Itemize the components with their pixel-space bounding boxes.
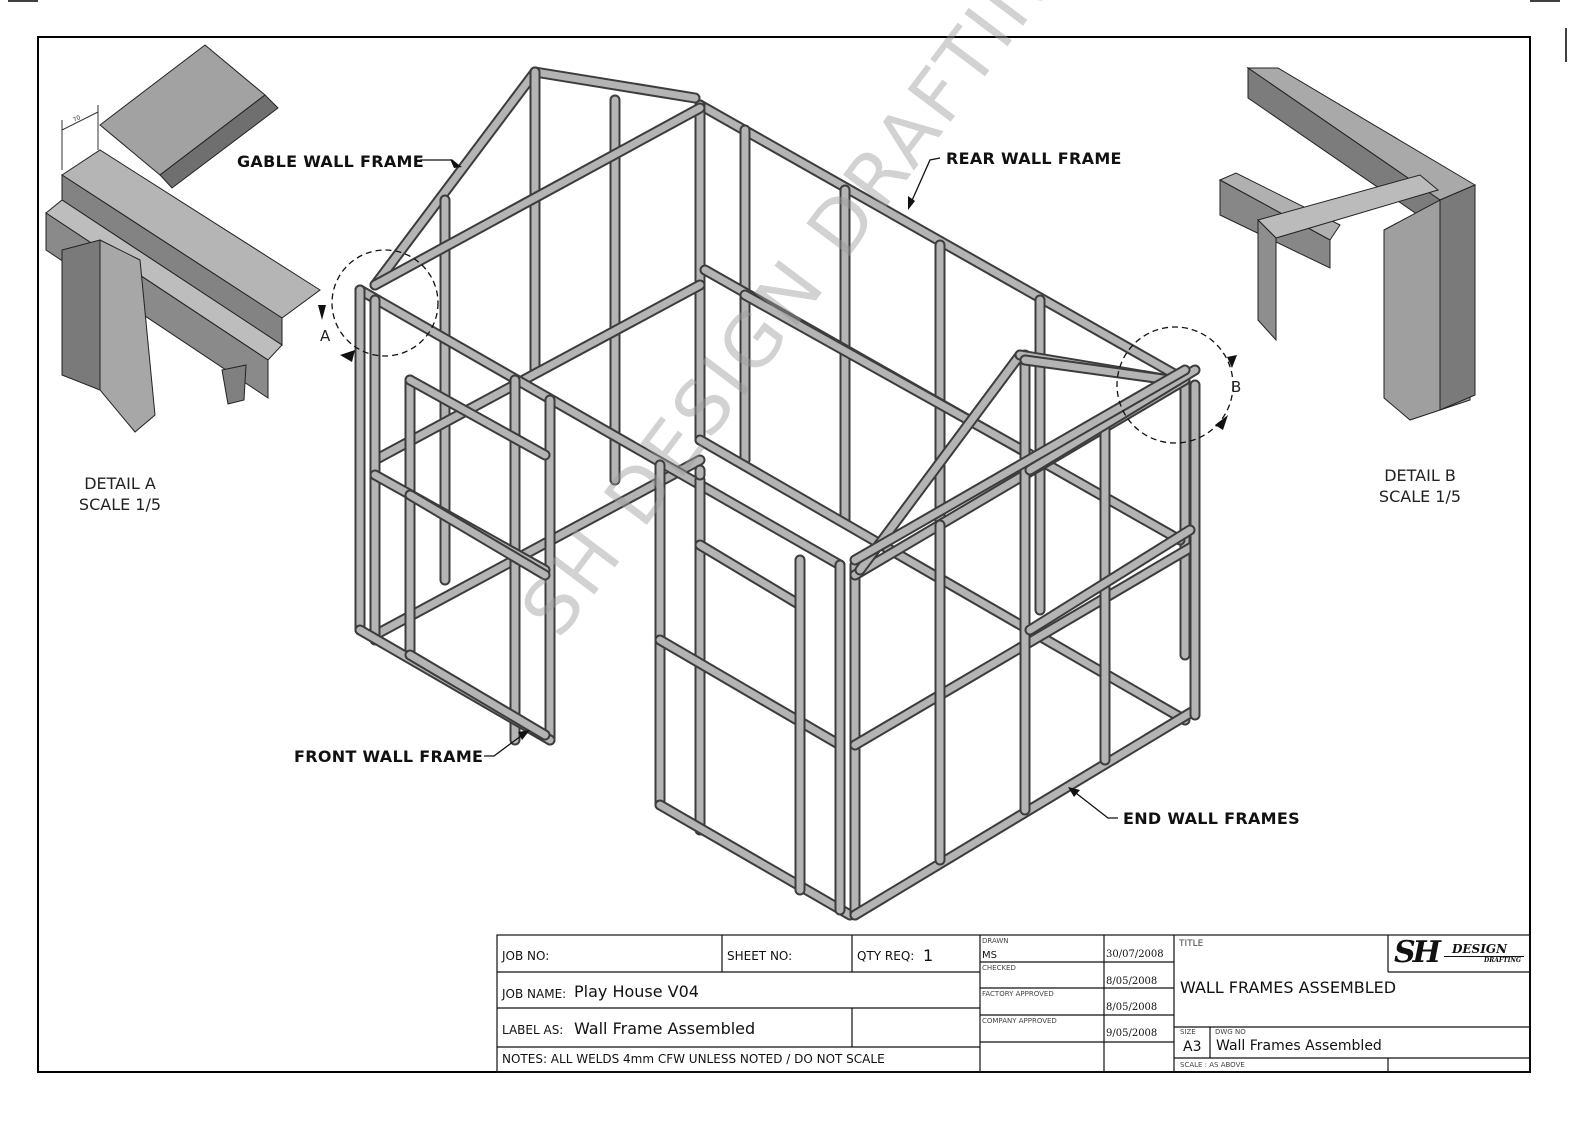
detail-a-caption: DETAIL A SCALE 1/5	[60, 473, 180, 515]
company-logo: SH DESIGN DRAFTING	[1392, 935, 1526, 971]
drawing-border	[37, 36, 1531, 1073]
callout-rear-wall-frame: REAR WALL FRAME	[946, 149, 1122, 168]
wall-frame-isometric	[354, 66, 1201, 921]
detail-a-dimension: 70	[72, 114, 82, 124]
logo-word-design: DESIGN	[1452, 942, 1508, 956]
size-value: A3	[1183, 1039, 1202, 1055]
size-label: SIZE	[1180, 1028, 1196, 1036]
job-name-label: JOB NAME:	[502, 987, 567, 1001]
detail-a-scale: SCALE 1/5	[78, 495, 162, 514]
label-as-label: LABEL AS:	[502, 1023, 564, 1037]
callout-gable-wall-frame: GABLE WALL FRAME	[237, 152, 424, 171]
frame-member	[1021, 356, 1174, 384]
company-approved-label: COMPANY APPROVED	[982, 1017, 1057, 1025]
frame-member	[406, 491, 549, 579]
detail-b-arrowhead	[1215, 415, 1228, 430]
frame-member	[371, 68, 539, 289]
frame-member	[531, 68, 699, 102]
label-as-value: Wall Frame Assembled	[574, 1019, 756, 1038]
frame-member	[851, 366, 1189, 564]
job-name-value: Play House V04	[574, 982, 699, 1001]
sheet-no-label: SHEET NO:	[727, 949, 793, 963]
detail-b-marker: B	[1231, 378, 1242, 396]
frame-member	[356, 286, 844, 569]
job-no-label: JOB NO:	[502, 949, 550, 963]
title-block-grid	[496, 934, 1531, 1073]
drawn-date: 30/07/2008	[1106, 949, 1164, 960]
title-label: TITLE	[1179, 939, 1204, 949]
detail-a-marker: A	[320, 327, 331, 345]
drawn-label: DRAWN	[982, 937, 1009, 945]
frame-member	[371, 456, 704, 639]
detail-a-callout-circle	[331, 249, 439, 357]
detail-b-view	[1218, 67, 1477, 421]
factory-approved-date: 8/05/2008	[1106, 1002, 1158, 1013]
detail-a-arrowhead	[318, 305, 326, 320]
detail-a-arrowhead	[340, 350, 355, 362]
frame-member	[656, 636, 844, 749]
frame-member	[856, 351, 1024, 574]
detail-b-title: DETAIL B	[1384, 466, 1456, 485]
logo-mark: SH	[1394, 935, 1441, 970]
checked-date: 8/05/2008	[1106, 976, 1158, 987]
detail-b-caption: DETAIL B SCALE 1/5	[1360, 465, 1480, 507]
notes-text: NOTES: ALL WELDS 4mm CFW UNLESS NOTED / …	[502, 1052, 885, 1066]
detail-a-title: DETAIL A	[84, 474, 156, 493]
scale-label: SCALE : AS ABOVE	[1180, 1061, 1245, 1069]
detail-b-callout-circle	[1116, 326, 1234, 444]
detail-a-view	[45, 44, 321, 433]
drawn-by: MS	[982, 950, 997, 961]
logo-word-drafting: DRAFTING	[1484, 957, 1521, 964]
detail-b-scale: SCALE 1/5	[1378, 487, 1462, 506]
dwg-no-value: Wall Frames Assembled	[1216, 1038, 1382, 1054]
frame-member	[656, 801, 854, 919]
frame-member	[406, 651, 549, 739]
checked-label: CHECKED	[982, 964, 1016, 972]
callout-arrowheads	[450, 159, 1080, 797]
factory-approved-label: FACTORY APPROVED	[982, 990, 1054, 998]
company-approved-date: 9/05/2008	[1106, 1028, 1158, 1039]
frame-member	[406, 376, 549, 459]
frame-member	[371, 281, 704, 464]
frame-member	[371, 104, 704, 289]
detail-b-arrowhead	[1227, 355, 1237, 368]
frame-member	[1026, 526, 1194, 634]
qty-label: QTY REQ:	[857, 949, 915, 963]
drawing-title: WALL FRAMES ASSEMBLED	[1180, 978, 1397, 997]
frame-member	[696, 541, 804, 609]
sheet-corner-marks	[8, 0, 1567, 62]
dwg-no-label: DWG NO	[1215, 1028, 1246, 1036]
callout-end-wall-frames: END WALL FRAMES	[1123, 809, 1300, 828]
frame-member	[741, 291, 1044, 464]
frame-member	[1026, 366, 1199, 474]
qty-value: 1	[923, 946, 934, 965]
logo-underline	[1444, 956, 1524, 957]
callout-front-wall-frame: FRONT WALL FRAME	[294, 747, 484, 766]
